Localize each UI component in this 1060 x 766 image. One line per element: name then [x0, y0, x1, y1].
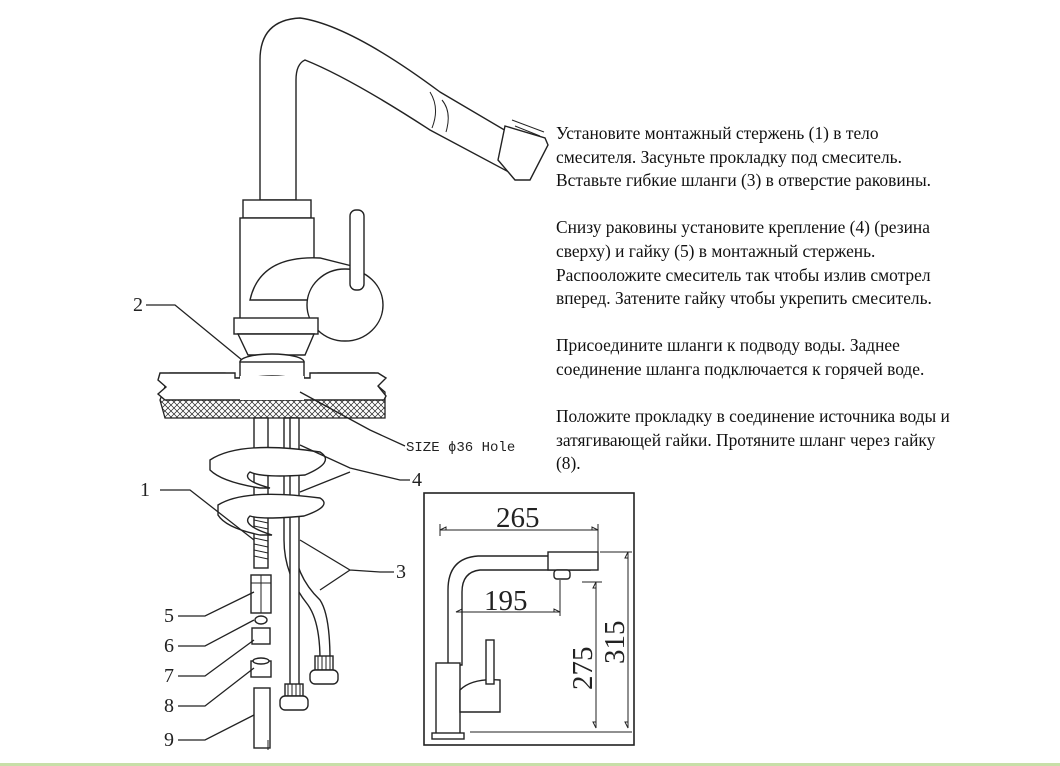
instruction-step-4: Положите прокладку в соединение источник…	[556, 406, 950, 474]
countertop	[156, 372, 388, 419]
mounting-bracket	[209, 446, 327, 536]
dimension-265: 265	[496, 502, 540, 534]
instruction-step-3: Присоедините шланги к подводу воды. Задн…	[556, 335, 925, 379]
installation-instructions: Установите монтажный стержень (1) в тело…	[556, 122, 1046, 500]
instruction-step-2: Снизу раковины установите крепление (4) …	[556, 217, 932, 309]
faucet-spout	[259, 17, 549, 201]
spray-head	[497, 125, 549, 181]
dimension-drawing	[423, 492, 635, 746]
page-bottom-border	[0, 763, 1060, 766]
callout-1: 1	[140, 479, 150, 501]
dimension-275: 275	[567, 647, 599, 691]
faucet-body	[233, 199, 384, 356]
callout-3: 3	[396, 561, 406, 583]
callout-leaders	[146, 304, 410, 741]
callout-9: 9	[164, 729, 174, 751]
dimension-195: 195	[484, 585, 528, 617]
callout-4: 4	[412, 469, 422, 491]
hole-size-label: SIZE ϕ36 Hole	[406, 440, 515, 456]
flexible-hoses	[279, 417, 339, 711]
callout-6: 6	[164, 635, 174, 657]
mounting-rod	[253, 417, 269, 569]
callout-2: 2	[133, 294, 143, 316]
nut-stack	[250, 574, 272, 750]
callout-8: 8	[164, 695, 174, 717]
callout-5: 5	[164, 605, 174, 627]
callout-7: 7	[164, 665, 174, 687]
instruction-step-1: Установите монтажный стержень (1) в тело…	[556, 123, 931, 191]
dimension-315: 315	[599, 621, 631, 665]
